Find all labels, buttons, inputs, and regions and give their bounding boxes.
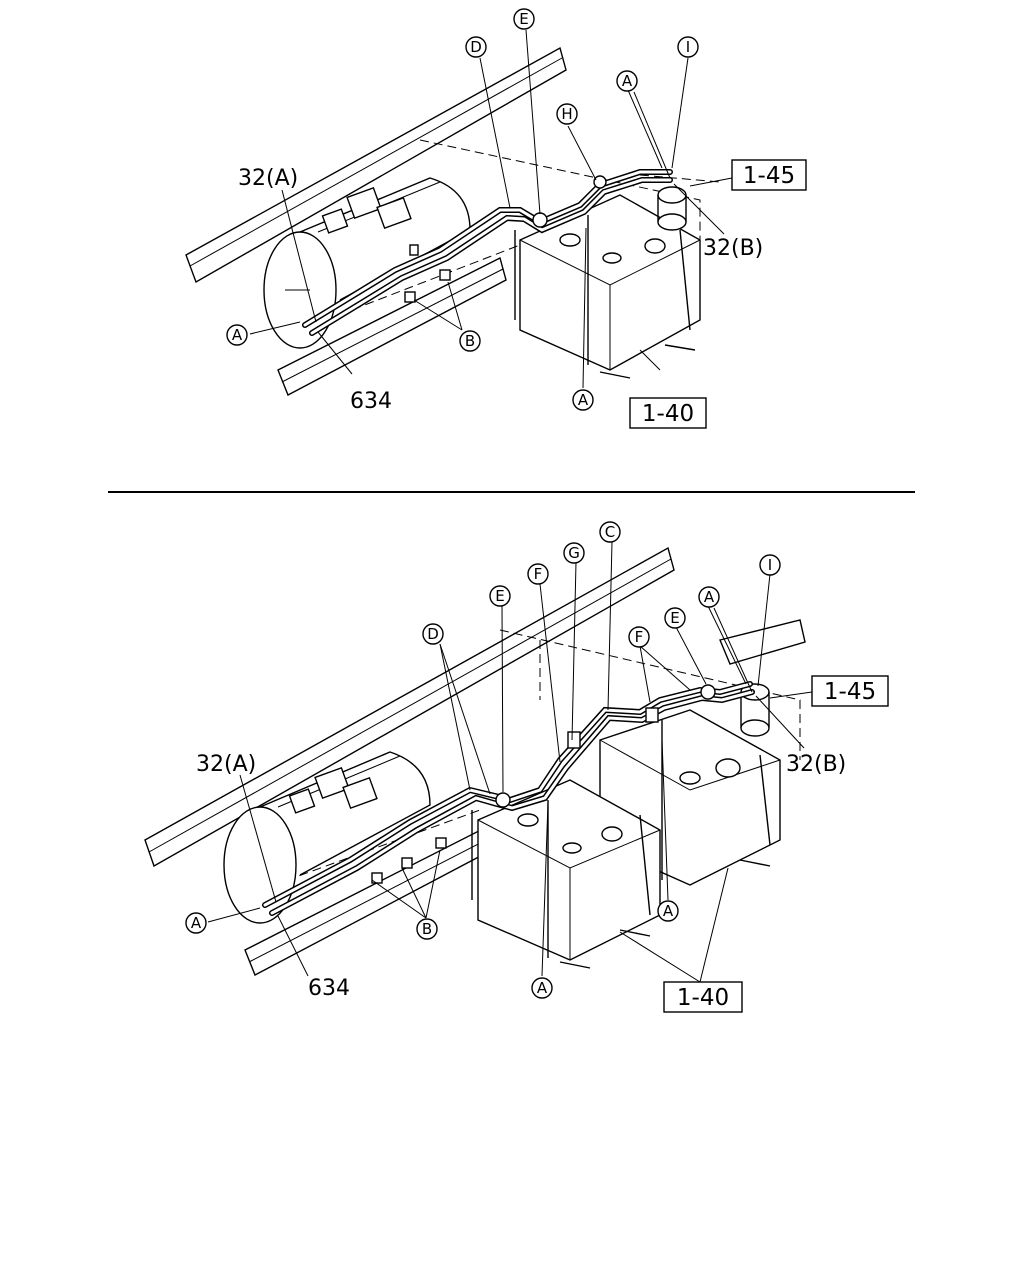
ref-box-1-45-top: 1-45	[731, 159, 807, 191]
ref-box-1-45-bottom: 1-45	[811, 675, 889, 707]
svg-text:G: G	[568, 544, 580, 562]
callout-a-top-right: A	[616, 70, 638, 92]
callout-a-bottom-center: A	[531, 977, 553, 999]
callout-e-top: E	[513, 8, 535, 30]
svg-text:A: A	[704, 588, 715, 606]
svg-text:E: E	[670, 609, 679, 627]
callout-d-bottom: D	[422, 623, 444, 645]
svg-text:D: D	[427, 625, 439, 643]
callout-c-bottom: C	[599, 521, 621, 543]
svg-text:1-45: 1-45	[743, 163, 795, 189]
svg-text:A: A	[663, 902, 674, 920]
callout-h-top: H	[556, 103, 578, 125]
svg-text:D: D	[470, 38, 482, 56]
callout-e-bottom-right: E	[664, 607, 686, 629]
svg-text:I: I	[768, 556, 772, 574]
svg-text:I: I	[686, 38, 690, 56]
svg-text:C: C	[605, 523, 615, 541]
callout-f-bottom-right: F	[628, 626, 650, 648]
svg-text:F: F	[534, 565, 543, 583]
svg-text:H: H	[561, 105, 572, 123]
bottom-assembly-view: 32(A) 32(B) 634 D E F G C A I	[144, 521, 889, 1013]
svg-text:A: A	[537, 979, 548, 997]
svg-text:1-45: 1-45	[824, 679, 876, 705]
part-label-634-bottom: 634	[308, 976, 350, 1001]
svg-text:A: A	[578, 391, 589, 409]
svg-text:A: A	[191, 914, 202, 932]
callout-f-bottom-left: F	[527, 563, 549, 585]
svg-text:F: F	[635, 628, 644, 646]
callout-g-bottom: G	[563, 542, 585, 564]
callout-a-top-bottom: A	[572, 389, 594, 411]
callout-a-bottom-left: A	[185, 912, 207, 934]
ref-box-1-40-bottom: 1-40	[663, 981, 743, 1013]
svg-text:B: B	[422, 920, 432, 938]
svg-text:1-40: 1-40	[677, 985, 729, 1011]
callout-b-top: B	[459, 330, 481, 352]
svg-text:A: A	[232, 326, 243, 344]
svg-text:E: E	[519, 10, 528, 28]
callout-d-top: D	[465, 36, 487, 58]
part-label-32a-bottom: 32(A)	[196, 752, 256, 777]
part-label-634-top: 634	[350, 389, 392, 414]
part-label-32a-top: 32(A)	[238, 166, 298, 191]
callout-b-bottom: B	[416, 918, 438, 940]
part-label-32b-top: 32(B)	[703, 236, 763, 261]
svg-text:E: E	[495, 587, 504, 605]
callout-e-bottom-left: E	[489, 585, 511, 607]
part-label-32b-bottom: 32(B)	[786, 752, 846, 777]
ref-box-1-40-top: 1-40	[629, 397, 707, 429]
callout-a-bottom-tank: A	[657, 900, 679, 922]
callout-i-bottom: I	[759, 554, 781, 576]
svg-text:1-40: 1-40	[642, 401, 694, 427]
callout-a-bottom-right: A	[698, 586, 720, 608]
callout-a-top-left: A	[226, 324, 248, 346]
svg-text:B: B	[465, 332, 475, 350]
callout-i-top: I	[677, 36, 699, 58]
svg-text:A: A	[622, 72, 633, 90]
top-assembly-view: 32(A) 32(B) 634 D E H A I A B	[185, 8, 807, 429]
